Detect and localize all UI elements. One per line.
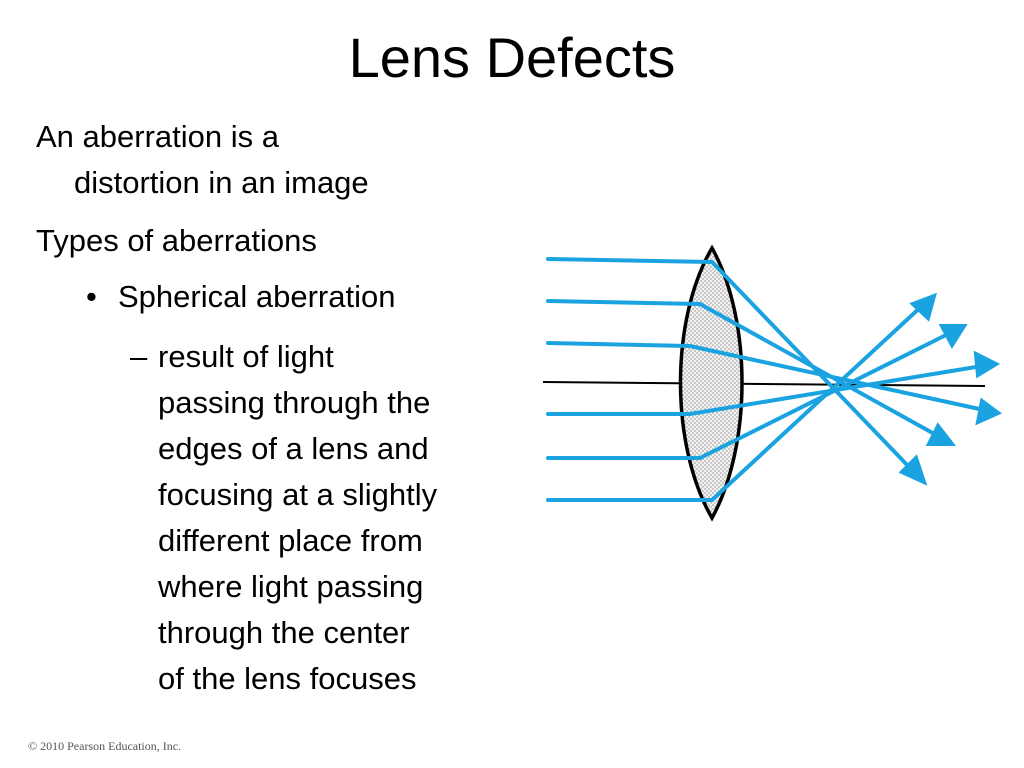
sub-bullet-marker: – <box>130 339 148 374</box>
sub-bullet-line: edges of a lens and <box>158 431 429 466</box>
sub-bullet-line: where light passing <box>158 569 424 604</box>
sub-bullet-line: result of light <box>158 339 334 374</box>
convex-lens <box>678 244 744 522</box>
arrowhead <box>909 292 937 322</box>
sub-bullet-line: focusing at a slightly <box>158 477 438 512</box>
types-heading: Types of aberrations <box>36 223 317 258</box>
sub-bullet-line: through the center <box>158 615 410 650</box>
sub-bullet-line: of the lens focuses <box>158 661 417 696</box>
optical-axis <box>542 381 986 387</box>
page-title: Lens Defects <box>348 26 676 89</box>
bullet-marker: • <box>86 279 97 314</box>
incoming-ray <box>546 341 692 348</box>
sub-bullet-text: result of light passing through the edge… <box>158 334 437 702</box>
copyright-footer: © 2010 Pearson Education, Inc. <box>28 739 182 753</box>
sub-bullet-line: passing through the <box>158 385 431 420</box>
sub-bullet-line: different place from <box>158 523 423 558</box>
definition-line-1: An aberration is a <box>36 119 279 154</box>
refracted-ray <box>688 344 986 412</box>
definition-text: An aberration is a distortion in an imag… <box>36 114 369 206</box>
arrowhead <box>973 350 1001 379</box>
incoming-ray <box>546 299 702 306</box>
refracted-ray <box>710 302 926 502</box>
definition-line-2: distortion in an image <box>74 165 369 200</box>
bullet-spherical-aberration: Spherical aberration <box>118 279 396 314</box>
spherical-aberration-diagram <box>542 244 1002 522</box>
arrowhead <box>898 454 928 486</box>
incoming-ray <box>546 257 714 264</box>
arrowhead <box>938 324 968 349</box>
arrowhead <box>925 422 957 446</box>
arrowhead <box>975 397 1002 426</box>
refracted-ray <box>698 302 940 438</box>
